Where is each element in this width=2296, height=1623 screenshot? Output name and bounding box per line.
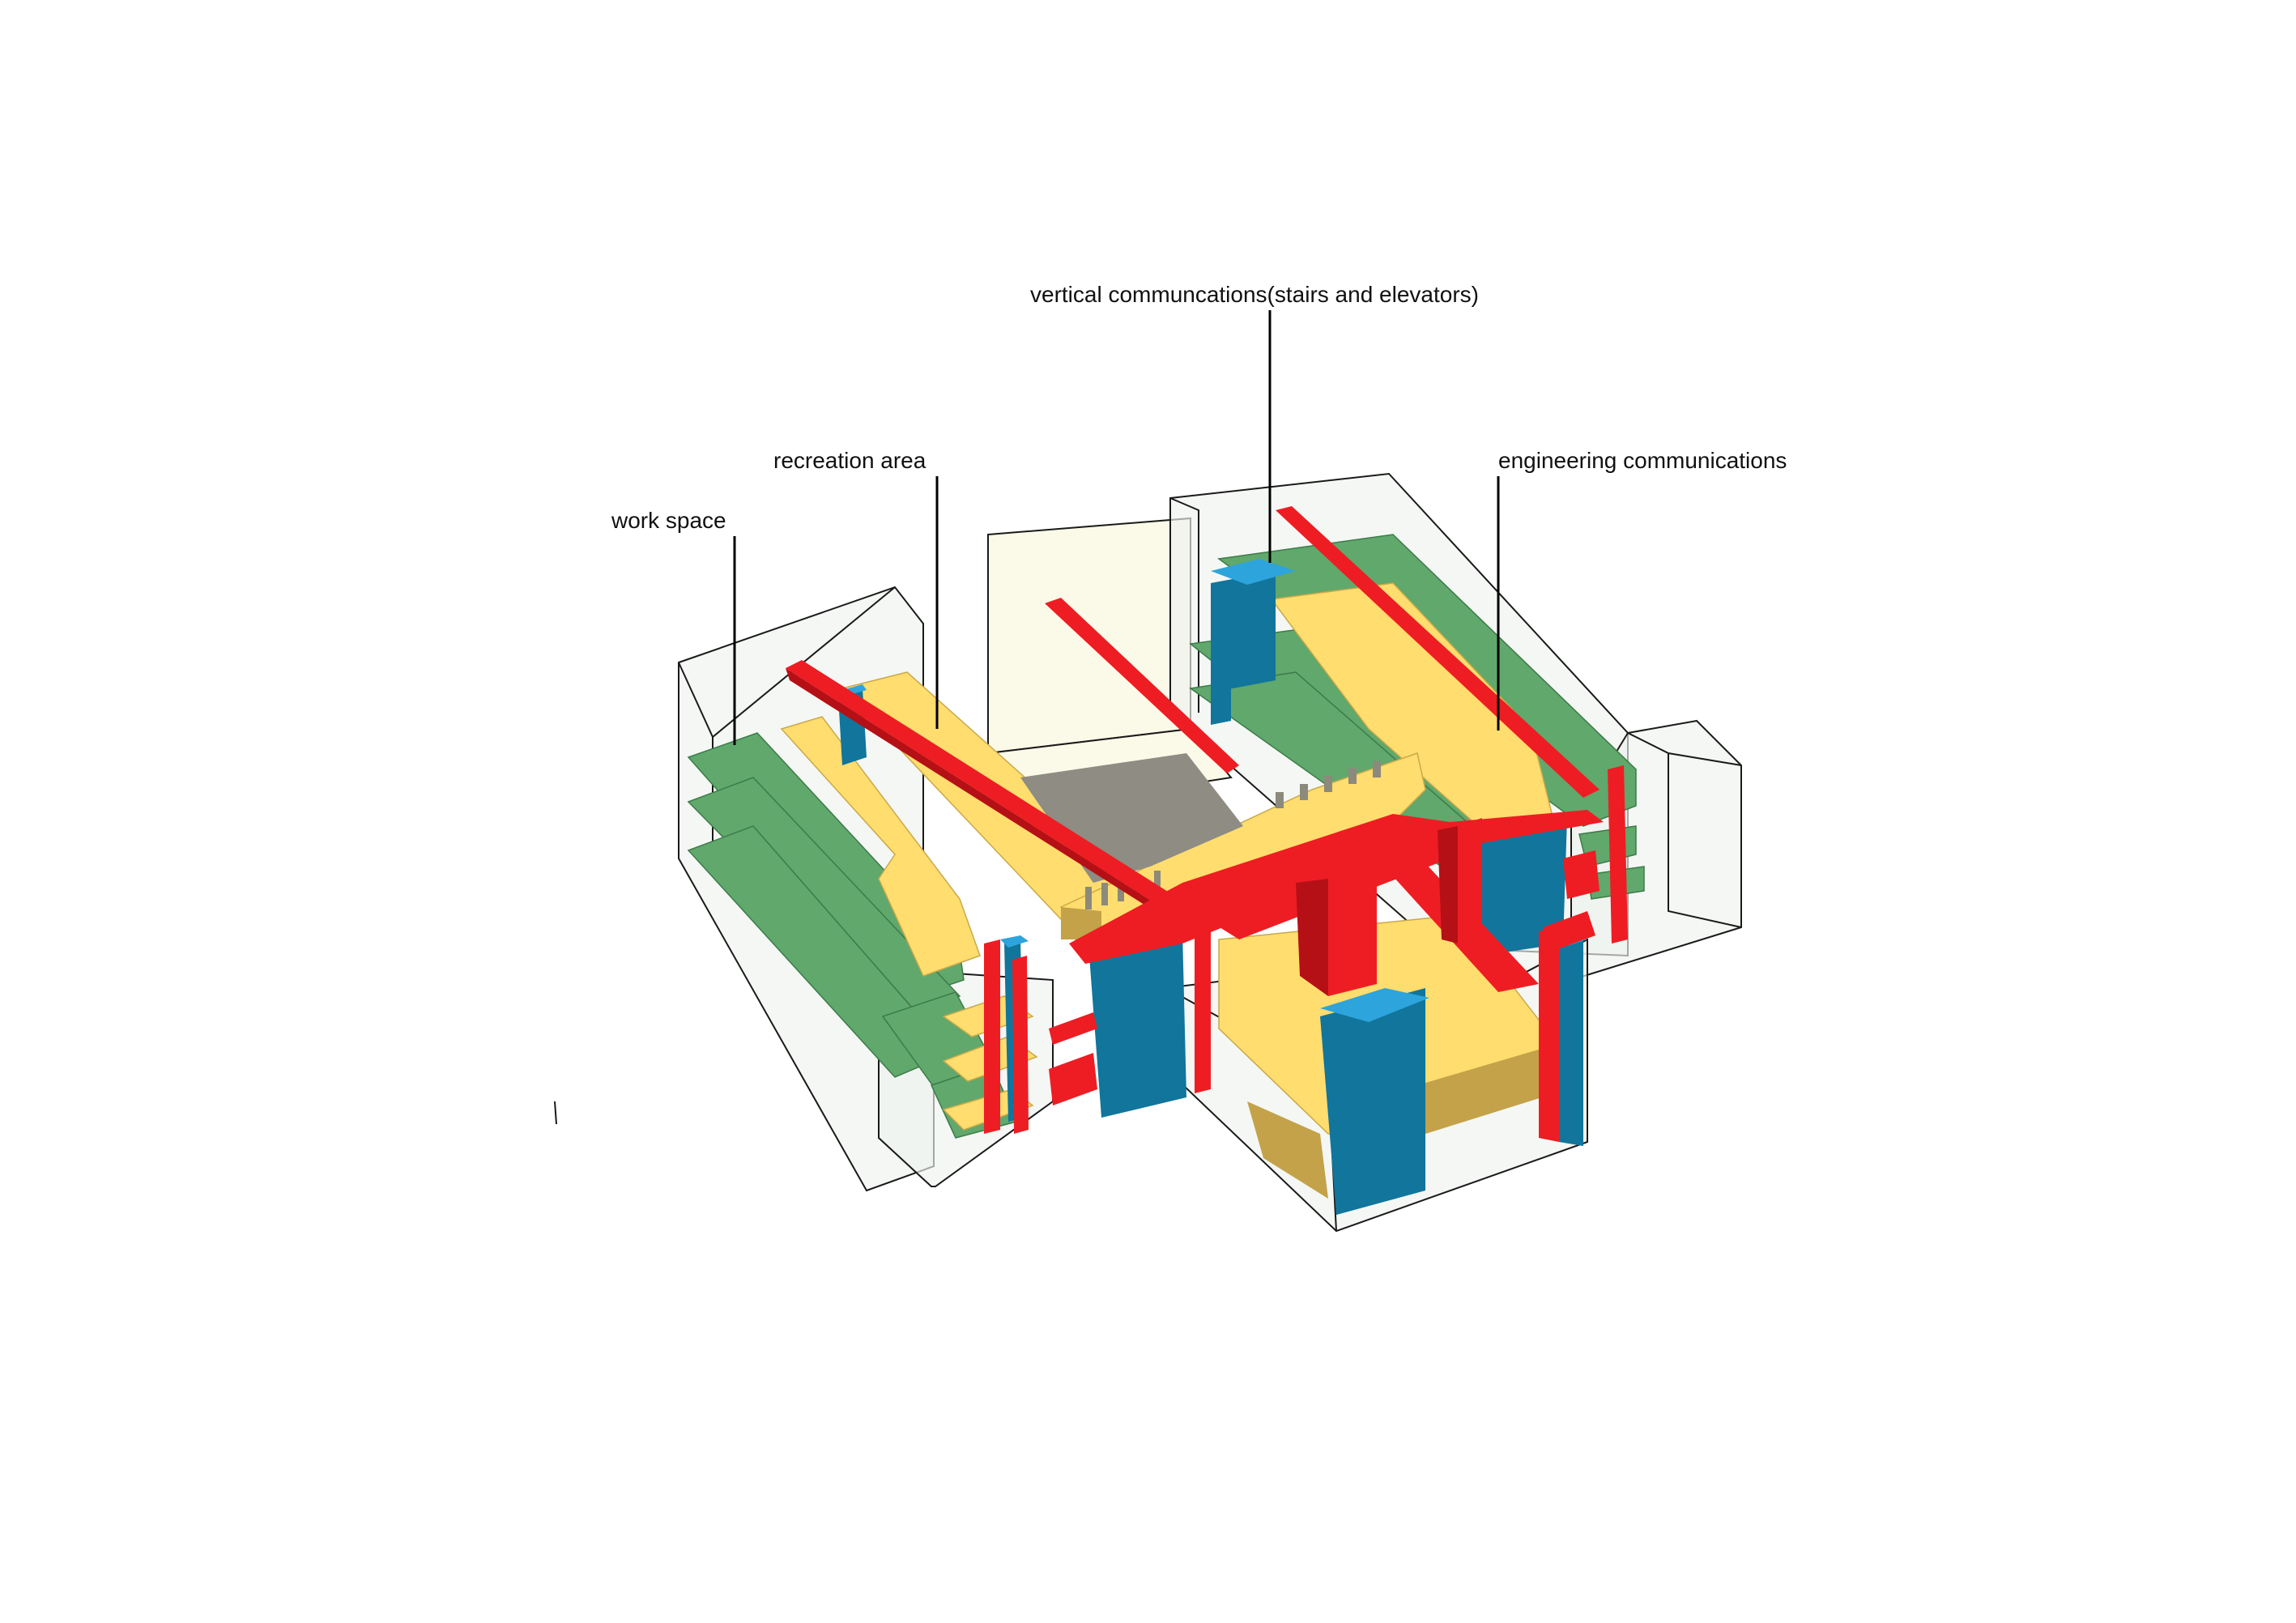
engineering-communications <box>786 506 1628 1142</box>
label-work-space: work space <box>611 508 726 533</box>
stray-mark <box>554 1101 557 1125</box>
label-vertical-communications: vertical communcations(stairs and elevat… <box>1030 282 1479 307</box>
label-recreation-area: recreation area <box>773 448 926 473</box>
annotations: vertical communcations(stairs and elevat… <box>611 282 1787 745</box>
label-engineering-communications: engineering communications <box>1498 448 1787 473</box>
